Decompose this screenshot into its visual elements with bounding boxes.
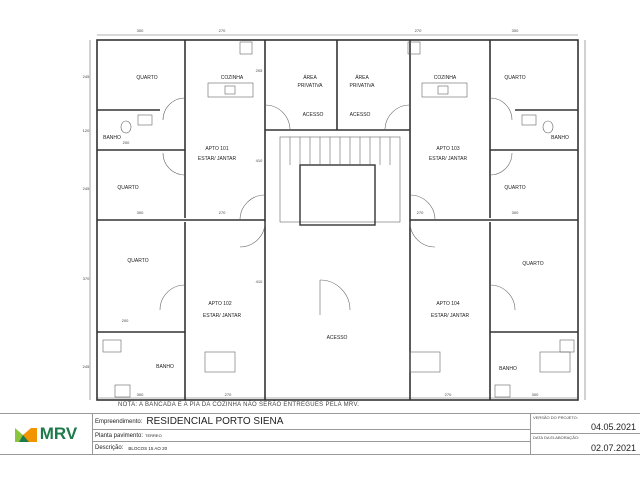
- dim-label: 270: [219, 28, 226, 33]
- dim-label: 370: [83, 276, 90, 281]
- dim-label: 245: [83, 74, 90, 79]
- dim-label: 205: [256, 68, 263, 73]
- room-label-quarto: QUARTO: [127, 258, 148, 264]
- logo-text: MRV: [39, 424, 78, 443]
- descricao-value: BLOCOS 15 AO 20: [128, 445, 168, 451]
- dim-label: 300: [532, 392, 539, 397]
- dim-label: 300: [512, 210, 519, 215]
- dim-label: 245: [83, 186, 90, 191]
- room-label-privativa: PRIVATIVA: [297, 83, 323, 89]
- dim-label: 200: [123, 140, 130, 145]
- room-label-quarto: QUARTO: [117, 185, 138, 191]
- room-label-banho: BANHO: [499, 366, 517, 372]
- versao-label: VERSÃO DO PROJETO:: [533, 415, 578, 420]
- mrv-logo: MRV: [0, 414, 93, 454]
- dim-label: 270: [445, 392, 452, 397]
- mrv-logo-icon: [14, 428, 37, 442]
- dim-label: 270: [219, 210, 226, 215]
- room-label-banho: BANHO: [156, 364, 174, 370]
- room-label-cozinha: COZINHA: [434, 75, 457, 81]
- dim-label: 270: [225, 392, 232, 397]
- dim-label: 300: [137, 392, 144, 397]
- dim-label: 300: [137, 28, 144, 33]
- dimension-lines: [89, 34, 586, 400]
- descricao-label: Descrição:: [95, 445, 124, 451]
- fixtures: [102, 41, 575, 398]
- room-label-estar: ESTAR/ JANTAR: [429, 156, 468, 162]
- label-acesso: ACESSO: [327, 335, 348, 341]
- dim-label: 270: [417, 210, 424, 215]
- title-block: MRV Empreendimento: RESIDENCIAL PORTO SI…: [0, 413, 640, 455]
- room-label-quarto: QUARTO: [504, 185, 525, 191]
- room-label-cozinha: COZINHA: [221, 75, 244, 81]
- staircase: [279, 136, 401, 226]
- label-acesso: ACESSO: [303, 112, 324, 118]
- dim-label: 120: [83, 128, 90, 133]
- versao-value: 04.05.2021: [590, 422, 636, 432]
- apto-101-label: APTO 101: [205, 146, 228, 152]
- dim-label: 200: [122, 318, 129, 323]
- dim-label: 300: [512, 28, 519, 33]
- room-label-privativa: PRIVATIVA: [349, 83, 375, 89]
- planta-value: TERREO: [145, 433, 162, 438]
- room-label-estar: ESTAR/ JANTAR: [203, 313, 242, 319]
- door-swings: [159, 97, 516, 315]
- dim-label: 410: [256, 279, 263, 284]
- room-label-estar: ESTAR/ JANTAR: [198, 156, 237, 162]
- room-label-quarto: QUARTO: [504, 75, 525, 81]
- room-label-estar: ESTAR/ JANTAR: [431, 313, 470, 319]
- room-label-quarto: QUARTO: [522, 261, 543, 267]
- dim-label: 245: [83, 364, 90, 369]
- label-acesso: ACESSO: [350, 112, 371, 118]
- room-label-banho: BANHO: [551, 135, 569, 141]
- dim-label: 270: [415, 28, 422, 33]
- dim-label: 300: [137, 210, 144, 215]
- walls: [96, 39, 579, 401]
- empreendimento-label: Empreendimento:: [95, 418, 143, 425]
- floor-plan: QUARTO COZINHA ÁREA PRIVATIVA ÁREA PRIVA…: [83, 28, 586, 401]
- room-label-quarto: QUARTO: [136, 75, 157, 81]
- apto-103-label: APTO 103: [436, 146, 459, 152]
- note-text: NOTA: A BANCADA E A PIA DA COZINHA NÃO S…: [118, 402, 360, 408]
- room-label-area: ÁREA: [355, 74, 369, 81]
- planta-label: Planta pavimento:: [95, 432, 144, 439]
- dim-label: 410: [256, 158, 263, 163]
- apto-102-label: APTO 102: [208, 301, 231, 307]
- room-label-area: ÁREA: [303, 74, 317, 81]
- room-label-banho: BANHO: [103, 135, 121, 141]
- data-label: DATA DA ELABORAÇÃO:: [533, 435, 580, 440]
- empreendimento-value: RESIDENCIAL PORTO SIENA: [146, 416, 284, 427]
- data-value: 02.07.2021: [590, 443, 636, 453]
- apto-104-label: APTO 104: [436, 301, 459, 307]
